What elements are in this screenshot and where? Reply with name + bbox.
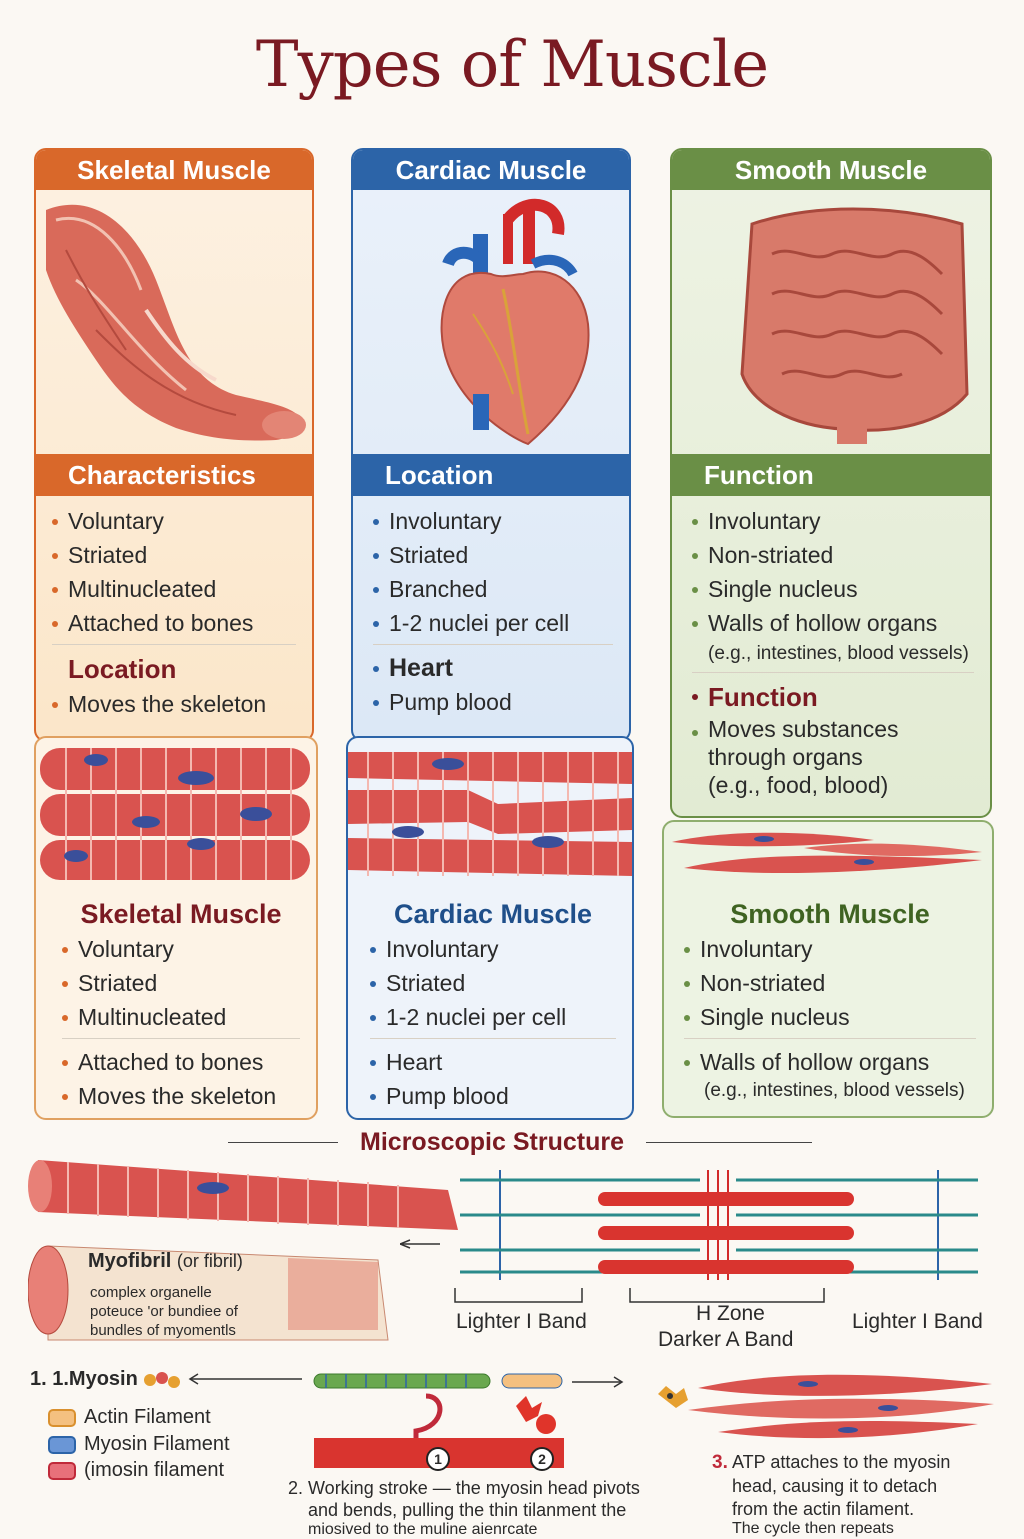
cycle-step3-line: head, causing it to detach	[732, 1476, 938, 1496]
list-item: Striated	[36, 538, 312, 572]
list-item: Moves substances	[676, 715, 990, 743]
myofibril-desc-2: poteuce 'or bundiee of	[90, 1303, 238, 1320]
imosin-swatch	[48, 1461, 76, 1480]
cycle-step3-line: from the actin filament.	[732, 1499, 915, 1519]
list-item: Branched	[357, 572, 629, 606]
smooth-card-note: (e.g., intestines, blood vessels)	[704, 1080, 965, 1101]
smooth-fiber-illustration	[672, 832, 982, 874]
divider	[373, 644, 613, 645]
smooth-card: Smooth Muscle Involuntary Non-striated S…	[662, 820, 994, 1118]
smooth-fibers-bottom	[658, 1374, 994, 1439]
cardiac-location-header: Location	[353, 454, 629, 496]
smooth-function-label: Function	[676, 679, 990, 715]
band-label-h-zone: H Zone	[696, 1302, 765, 1325]
legend-myosin: Myosin Filament	[48, 1433, 230, 1456]
intestine-illustration	[740, 207, 969, 444]
list-item: Involuntary	[668, 932, 992, 966]
divider	[684, 1038, 976, 1039]
list-item: 1-2 nuclei per cell	[357, 606, 629, 640]
smooth-card-title: Smooth Muscle	[730, 899, 930, 929]
band-label-a: Darker A Band	[658, 1328, 794, 1351]
list-item: Involuntary	[676, 504, 990, 538]
list-item: Attached to bones	[36, 606, 312, 640]
cycle-step2-line: 2. Working stroke — the myosin head pivo…	[288, 1478, 640, 1498]
smooth-function-line: through organs	[708, 744, 863, 770]
smooth-traits-note: (e.g., intestines, blood vessels)	[708, 643, 969, 664]
list-item: Voluntary	[46, 932, 316, 966]
list-item: Walls of hollow organs	[668, 1045, 992, 1079]
cycle-step1-label: 1. 1.Myosin	[30, 1368, 138, 1390]
micro-title-line-left	[228, 1142, 338, 1143]
list-item: Non-striated	[676, 538, 990, 572]
skeletal-traits-list: Voluntary Striated Multinucleated Attach…	[36, 504, 312, 640]
cycle-arrow	[188, 1373, 302, 1385]
list-item: Involuntary	[357, 504, 629, 538]
list-item: Involuntary	[354, 932, 632, 966]
list-item: Voluntary	[36, 504, 312, 538]
list-item: Non-striated	[668, 966, 992, 1000]
myofibril-desc-1: complex organelle	[90, 1284, 212, 1301]
list-item: Single nucleus	[668, 1000, 992, 1034]
cycle-step3-line: The cycle then repeats	[732, 1520, 894, 1537]
divider	[62, 1038, 300, 1039]
micro-section-title: Microscopic Structure	[360, 1128, 624, 1156]
skeletal-header: Skeletal Muscle	[36, 150, 312, 190]
myosin-icon	[144, 1372, 180, 1388]
cycle-step3-num: 3.	[712, 1452, 728, 1473]
band-label-right: Lighter I Band	[852, 1310, 983, 1333]
band-label-left: Lighter I Band	[456, 1310, 587, 1333]
skeletal-card: Skeletal Muscle Voluntary Striated Multi…	[34, 736, 318, 1120]
skeletal-location-label: Location	[68, 654, 177, 684]
list-item: Walls of hollow organs	[676, 606, 990, 640]
cardiac-top-panel: Cardiac Muscle Location Involuntary Stri…	[351, 148, 631, 742]
smooth-top-panel: Smooth Muscle Function Involuntary Non-s…	[670, 148, 992, 818]
myofibril-label: Myofibril (or fibril)	[88, 1250, 243, 1272]
list-item: Striated	[357, 538, 629, 572]
list-item: Pump blood	[357, 685, 629, 719]
page-title: Types of Muscle	[255, 28, 769, 102]
cardiac-card: Cardiac Muscle Involuntary Striated 1-2 …	[346, 736, 634, 1120]
muscle-fiber-illustration	[28, 1160, 458, 1341]
myofibril-desc-3: bundles of myomentls	[90, 1322, 236, 1339]
cardiac-header: Cardiac Muscle	[353, 150, 629, 190]
list-item: Striated	[354, 966, 632, 1000]
skeletal-characteristics-header: Characteristics	[36, 454, 312, 496]
cycle-step2-line: miosived to the muline aienrcate	[308, 1521, 538, 1538]
legend-actin: Actin Filament	[48, 1406, 211, 1429]
cycle-step2-line: and bends, pulling the thin tilanment th…	[308, 1500, 627, 1520]
heart-illustration	[440, 198, 590, 446]
divider	[52, 644, 296, 645]
micro-title-line-right	[646, 1142, 812, 1143]
list-item: Moves the skeleton	[46, 1079, 316, 1113]
myosin-swatch	[48, 1435, 76, 1454]
list-item: Striated	[46, 966, 316, 1000]
list-item: Pump blood	[354, 1079, 632, 1113]
list-item: Heart	[354, 1045, 632, 1079]
arm-muscle-illustration	[46, 204, 306, 441]
list-item: Multinucleated	[36, 572, 312, 606]
smooth-function-header: Function	[672, 454, 990, 496]
divider	[370, 1038, 616, 1039]
skeletal-fiber-illustration	[40, 748, 310, 880]
list-item: Multinucleated	[46, 1000, 316, 1034]
cycle-marker-2: 2	[530, 1447, 554, 1471]
skeletal-top-panel: Skeletal Muscle Characteristics Voluntar…	[34, 148, 314, 742]
cycle-step3-line: ATP attaches to the myosin	[732, 1452, 951, 1472]
list-item: Moves the skeleton	[36, 687, 312, 721]
cycle-marker-1: 1	[426, 1447, 450, 1471]
divider	[692, 672, 974, 673]
list-item: Single nucleus	[676, 572, 990, 606]
cardiac-fiber-illustration	[348, 752, 632, 876]
smooth-header: Smooth Muscle	[672, 150, 990, 190]
cycle-arrow	[572, 1376, 624, 1388]
list-item: Heart	[357, 651, 629, 685]
sarcomere-diagram	[400, 1170, 978, 1303]
actin-swatch	[48, 1408, 76, 1427]
smooth-function-line: (e.g., food, blood)	[708, 772, 889, 798]
legend-imosin: (imosin filament	[48, 1459, 224, 1482]
cardiac-card-title: Cardiac Muscle	[393, 899, 593, 929]
list-item: Attached to bones	[46, 1045, 316, 1079]
list-item: 1-2 nuclei per cell	[354, 1000, 632, 1034]
skeletal-card-title: Skeletal Muscle	[80, 899, 282, 929]
